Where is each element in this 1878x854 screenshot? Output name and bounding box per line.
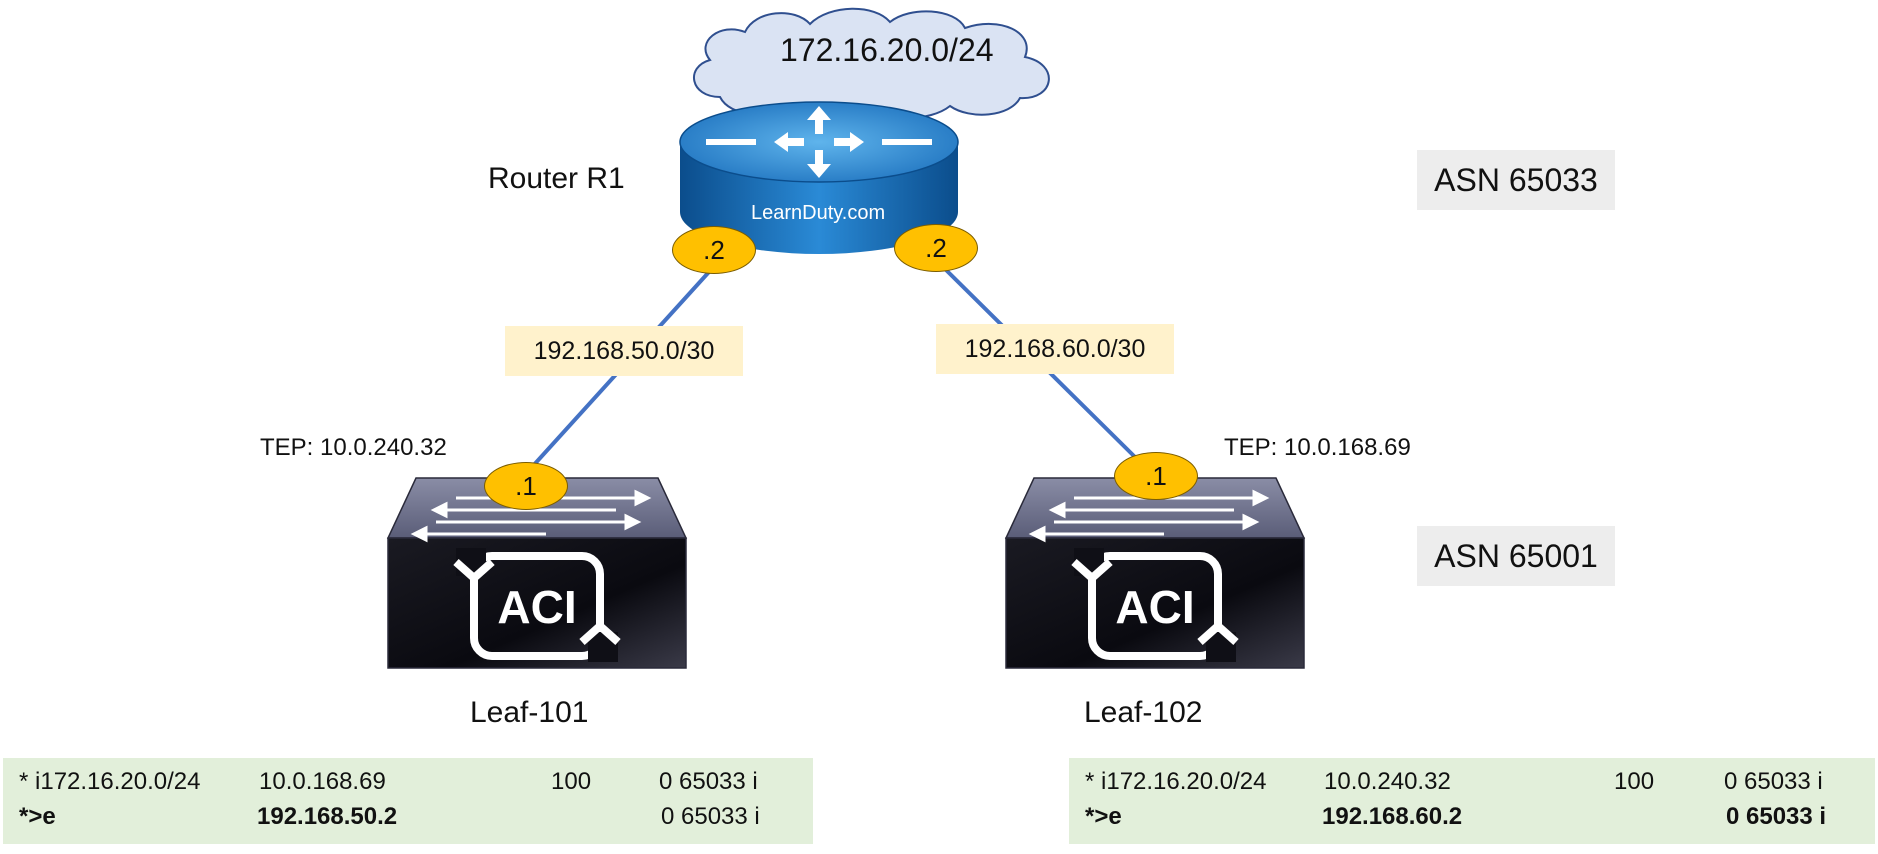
leaf101-route-1-path: 0 65033 i (659, 768, 758, 795)
leaf102-route-2-nexthop: 192.168.60.2 (1322, 803, 1463, 830)
leaf101-tep-label: TEP: 10.0.240.32 (260, 434, 447, 461)
leaf102-route-1-locpref: 100 (1614, 768, 1655, 795)
leaf101-route-2-path: 0 65033 i (661, 803, 760, 830)
asn-router-box: ASN 65033 (1417, 150, 1615, 210)
leaf102-aci-logo-text: ACI (1115, 581, 1194, 633)
leaf102-route-1-nexthop: 10.0.240.32 (1324, 768, 1451, 795)
router-brand-label: LearnDuty.com (751, 202, 886, 224)
leaf102-route-1-path: 0 65033 i (1724, 768, 1823, 795)
router-right-interface-badge: .2 (894, 224, 978, 272)
leaf101-route-2-nexthop: 192.168.50.2 (257, 803, 398, 830)
leaf101-interface-badge: .1 (484, 462, 568, 510)
leaf102-tep-label: TEP: 10.0.168.69 (1224, 434, 1411, 461)
asn-fabric-box: ASN 65001 (1417, 526, 1615, 586)
leaf102-bgp-table: * i172.16.20.0/24 10.0.240.32 100 0 6503… (1069, 758, 1875, 844)
leaf101-bgp-table: * i172.16.20.0/24 10.0.168.69 100 0 6503… (3, 758, 813, 844)
router-name-label: Router R1 (488, 162, 625, 195)
leaf101-switch-icon: ACI (386, 477, 688, 669)
leaf102-switch-icon: ACI (1004, 477, 1306, 669)
leaf102-interface-badge: .1 (1114, 452, 1198, 500)
leaf101-name-label: Leaf-101 (470, 696, 589, 729)
leaf101-route-2-status: *>e (19, 803, 56, 830)
router-icon (679, 101, 959, 254)
leaf102-route-1-status: * i172.16.20.0/24 (1085, 768, 1267, 795)
leaf102-route-2-status: *>e (1085, 803, 1122, 830)
cloud-prefix-label: 172.16.20.0/24 (780, 32, 994, 68)
leaf101-route-1-locpref: 100 (551, 768, 592, 795)
leaf102-name-label: Leaf-102 (1084, 696, 1203, 729)
leaf101-route-1-nexthop: 10.0.168.69 (259, 768, 386, 795)
leaf101-route-1-status: * i172.16.20.0/24 (19, 768, 201, 795)
leaf102-route-2-path: 0 65033 i (1726, 803, 1827, 830)
router-left-interface-badge: .2 (672, 226, 756, 274)
leaf101-aci-logo-text: ACI (497, 581, 576, 633)
right-link-subnet: 192.168.60.0/30 (936, 324, 1174, 374)
left-link-subnet: 192.168.50.0/30 (505, 326, 743, 376)
